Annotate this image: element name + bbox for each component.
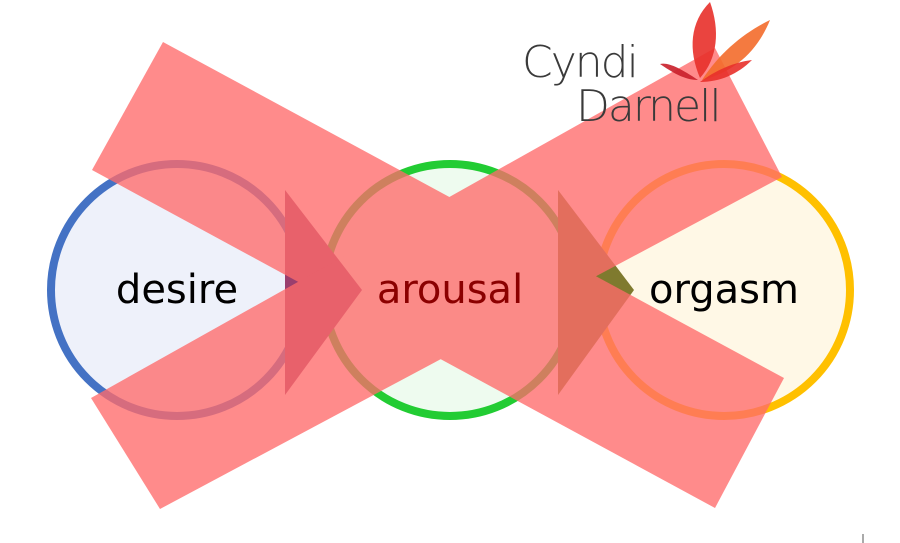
logo-text-line2: Darnell xyxy=(576,81,720,132)
butterfly-icon xyxy=(660,2,770,82)
stage-label-desire: desire xyxy=(116,267,238,313)
stage-label-orgasm: orgasm xyxy=(649,267,799,313)
logo-text-line1: Cyndi xyxy=(522,37,637,88)
cross-bar-ascending xyxy=(91,48,782,509)
stage-label-arousal: arousal xyxy=(377,267,523,313)
cross-out-overlay xyxy=(91,42,784,509)
brand-logo: Cyndi Darnell xyxy=(522,2,770,132)
